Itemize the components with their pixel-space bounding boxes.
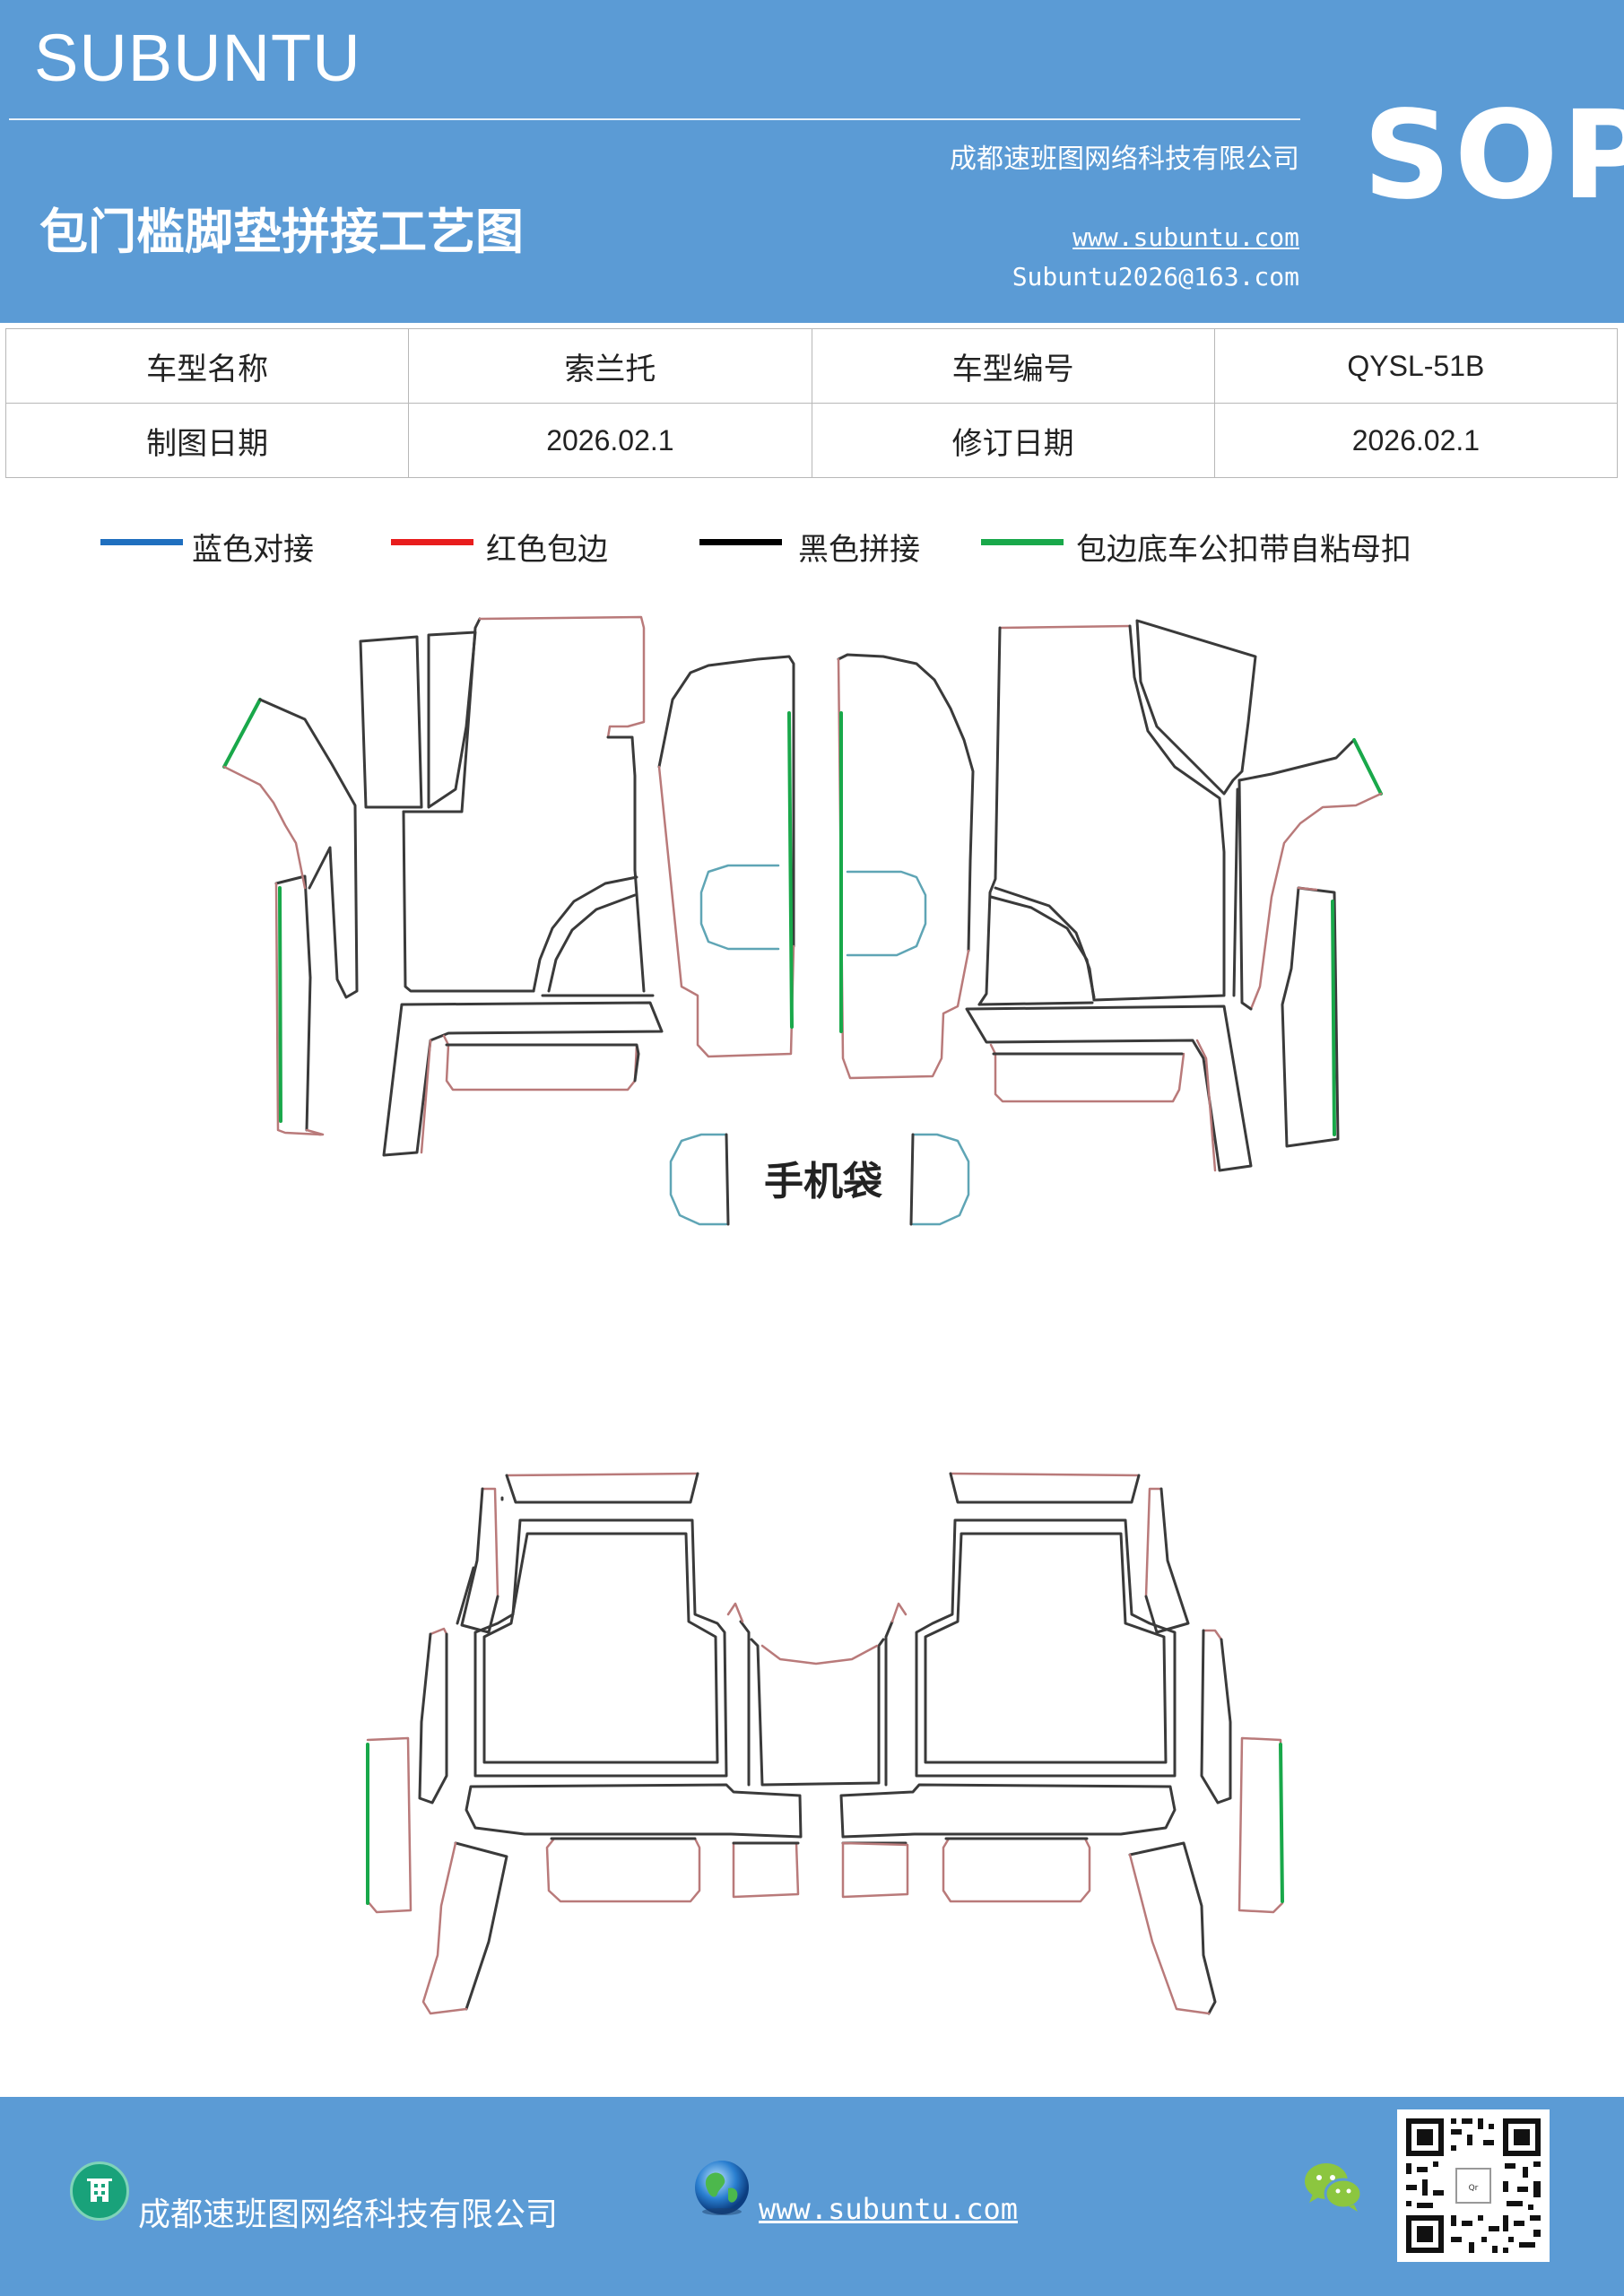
legend-label-red: 红色包边 [486, 532, 608, 568]
front-left-main-mat [402, 615, 655, 997]
label-drawing-date: 制图日期 [4, 403, 410, 478]
label-model-code: 车型编号 [811, 328, 1215, 404]
table-row: 车型名称 索兰托 车型编号 QYSL-51B [4, 328, 1619, 404]
wechat-icon[interactable] [1302, 2160, 1365, 2215]
legend-swatch-black [699, 539, 782, 545]
front-left-tall-strips [359, 631, 477, 809]
phone-pocket-label: 手机袋 [764, 1159, 882, 1205]
globe-icon [695, 2161, 749, 2215]
rear-left-small-verticals [418, 1627, 448, 1805]
rear-right-lower-bar [839, 1783, 1177, 1845]
rear-left-main-mat [473, 1518, 728, 1778]
front-right-outer-strip [1281, 886, 1340, 1148]
header-company: 成都速班图网络科技有限公司 [950, 144, 1299, 175]
legend-swatch-blue [100, 539, 183, 545]
building-icon [70, 2161, 129, 2221]
value-drawing-date: 2026.02.1 [408, 403, 812, 478]
front-right-door-panel [837, 653, 975, 1080]
front-right-main-mat [977, 624, 1226, 1006]
footer-website-link[interactable]: www.subuntu.com [759, 2192, 1018, 2226]
phone-pocket-right [909, 1133, 970, 1226]
front-left-lower-pieces [382, 1001, 664, 1157]
footer-banner: 成都速班图网络科技有限公司 www.subuntu.com [0, 2097, 1624, 2296]
legend-label-black: 黑色拼接 [798, 532, 920, 568]
rear-left-outer-strip [366, 1736, 413, 1914]
svg-text:Qr: Qr [1469, 2184, 1479, 2193]
front-left-wedge [222, 698, 359, 999]
mat-layout-diagram: 手机袋 [222, 615, 1383, 2015]
front-left-outer-strip [274, 874, 325, 1136]
header-banner: SUBUNTU 成都速班图网络科技有限公司 包门槛脚垫拼接工艺图 www.sub… [0, 0, 1624, 323]
legend-label-green: 包边底车公扣带自粘母扣 [1076, 532, 1411, 568]
rear-left-top-bar [500, 1472, 699, 1504]
header-website-link[interactable]: www.subuntu.com [1073, 222, 1299, 252]
vehicle-info-table: 车型名称 索兰托 车型编号 QYSL-51B 制图日期 2026.02.1 修订… [4, 328, 1619, 478]
color-legend: 蓝色对接 红色包边 黑色拼接 包边底车公扣带自粘母扣 [0, 525, 1624, 578]
rear-left-small-blocks [545, 1837, 800, 1903]
legend-label-blue: 蓝色对接 [192, 532, 314, 568]
rear-right-small-verticals [1200, 1629, 1232, 1805]
front-right-top-wedge [1135, 619, 1257, 796]
qr-code: Qr [1397, 2109, 1550, 2262]
rear-right-main-mat [915, 1518, 1177, 1778]
rear-right-diagonal-strip [1128, 1841, 1217, 2015]
front-left-door-panel [657, 655, 795, 1058]
legend-swatch-green [981, 539, 1064, 545]
rear-right-outer-strip [1238, 1736, 1284, 1914]
rear-left-side-strip [456, 1487, 499, 1634]
page-title: 包门槛脚垫拼接工艺图 [39, 204, 524, 260]
rear-right-top-bar [949, 1472, 1141, 1504]
header-email: Subuntu2026@163.com [1012, 262, 1299, 291]
legend-swatch-red [391, 539, 473, 545]
front-right-lower-pieces [965, 1004, 1253, 1172]
sop-badge: SOP [1363, 85, 1624, 227]
rear-right-side-strip [1144, 1487, 1190, 1634]
header-divider [9, 118, 1300, 120]
rear-center-tunnel [726, 1602, 908, 1787]
rear-right-small-blocks [841, 1837, 1091, 1903]
value-revision-date: 2026.02.1 [1213, 403, 1619, 478]
phone-pocket-left [669, 1133, 730, 1226]
rear-left-lower-bar [465, 1783, 803, 1839]
value-model-name: 索兰托 [408, 328, 812, 404]
value-model-code: QYSL-51B [1213, 328, 1619, 404]
label-revision-date: 修订日期 [811, 403, 1215, 478]
table-row: 制图日期 2026.02.1 修订日期 2026.02.1 [4, 403, 1619, 478]
rear-left-diagonal-strip [421, 1841, 508, 2015]
brand-name: SUBUNTU [34, 21, 361, 95]
label-model-name: 车型名称 [4, 328, 410, 404]
footer-company: 成都速班图网络科技有限公司 [138, 2196, 559, 2233]
front-right-wedge [1232, 738, 1383, 1011]
